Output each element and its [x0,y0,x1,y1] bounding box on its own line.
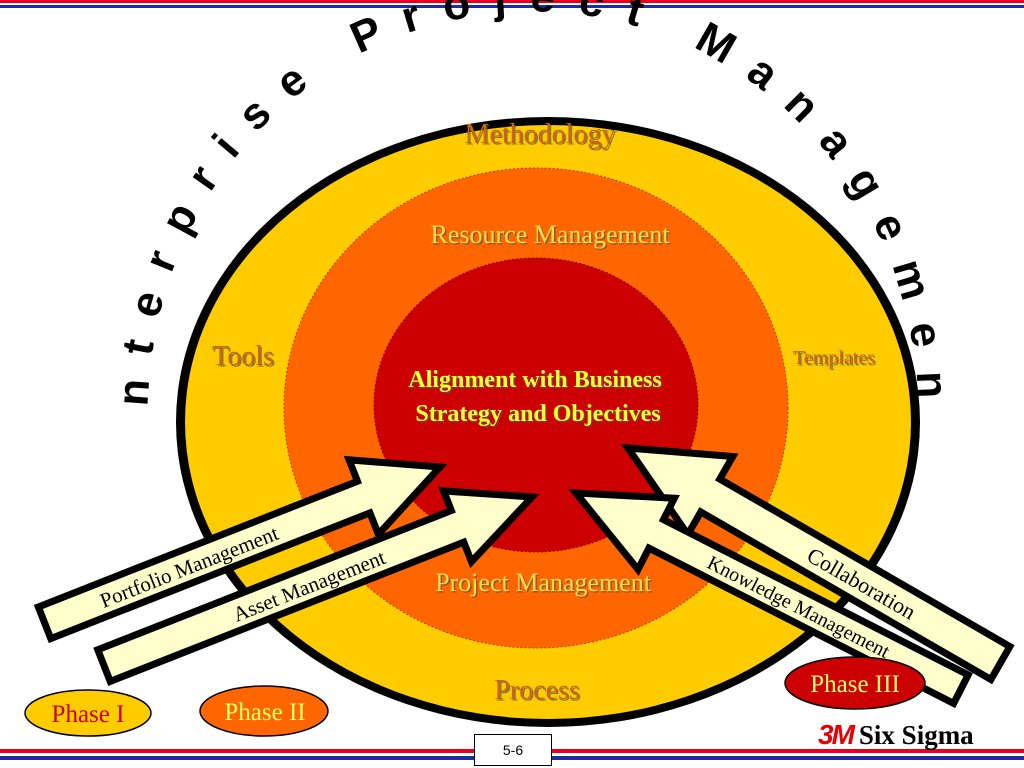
resource-management-label: Resource Management [431,220,671,249]
process-label: Process [494,675,580,706]
page-number: 5-6 [474,734,552,766]
phase-1-badge: Phase I [24,689,152,737]
tools-label: Tools [212,341,274,372]
project-management-label: Project Management [435,568,652,597]
3m-logo: 3M [818,719,855,750]
inner-ring [373,257,699,553]
top-bar-red [0,0,1024,3]
center-label-line1: Alignment with Business [408,367,661,393]
phase-3-label: Phase III [810,671,900,698]
phase-3-badge: Phase III [784,656,926,710]
six-sigma-text: Six Sigma [858,719,974,750]
brand: 3M Six Sigma [818,718,974,752]
phase-1-label: Phase I [52,701,125,728]
methodology-label: Methodology [465,119,616,150]
phase-2-badge: Phase II [199,685,329,737]
top-bar-blue [0,5,1024,8]
phase-2-label: Phase II [224,699,305,726]
templates-label: Templates [793,347,875,369]
center-label-line2: Strategy and Objectives [415,401,660,427]
